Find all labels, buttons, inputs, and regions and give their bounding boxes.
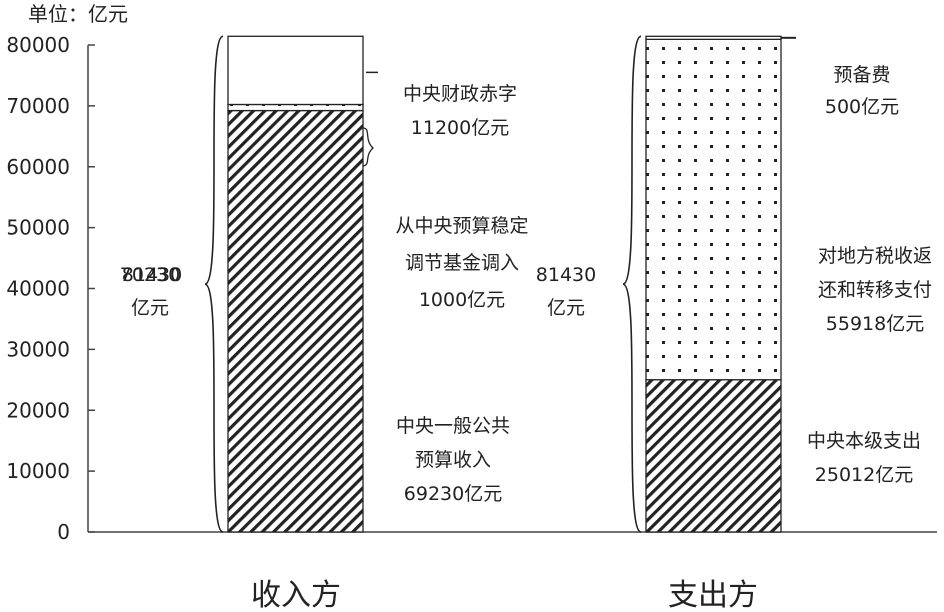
- y-tick-label: 60000: [6, 155, 70, 179]
- y-tick-label: 70000: [6, 94, 70, 118]
- total-value-overlap: 81430: [122, 264, 182, 286]
- y-tick-label: 50000: [6, 216, 70, 240]
- total-value: 81430: [536, 264, 596, 286]
- bar-segment-dots: [645, 38, 782, 381]
- total-brace: [622, 35, 642, 533]
- bar-segment-hatch: [645, 379, 782, 533]
- y-tick-label: 0: [57, 520, 70, 544]
- segment-label: 1000亿元: [419, 289, 505, 311]
- y-tick-label: 10000: [6, 459, 70, 483]
- segment-label: 中央财政赤字: [403, 83, 517, 105]
- bar-segment-blank: [227, 35, 364, 106]
- category-label: 收入方: [251, 578, 341, 612]
- segment-brace: [362, 127, 374, 167]
- category-label: 支出方: [668, 578, 758, 612]
- segment-label: 预备费: [833, 64, 890, 86]
- total-value: 70230: [120, 264, 180, 286]
- segment-label: 11200亿元: [411, 117, 509, 139]
- segment-label: 25012亿元: [815, 464, 913, 486]
- y-tick-label: 20000: [6, 398, 70, 422]
- y-tick-label: 30000: [6, 337, 70, 361]
- total-unit: 亿元: [547, 297, 585, 319]
- total-unit: 亿元: [131, 297, 169, 319]
- unit-label: 单位：亿元: [28, 2, 128, 26]
- segment-label: 中央一般公共: [396, 415, 510, 437]
- total-brace: [204, 35, 224, 533]
- y-tick-label: 80000: [6, 33, 70, 57]
- y-tick-label: 40000: [6, 277, 70, 301]
- segment-label: 预算收入: [415, 449, 491, 471]
- bar-segment-blank: [645, 35, 782, 40]
- segment-label: 调节基金调入: [405, 252, 519, 274]
- bar-segment-dots: [227, 103, 364, 112]
- bars: [227, 35, 782, 533]
- segment-label: 还和转移支付: [818, 279, 932, 301]
- y-ticks: 0 10000 20000 30000 40000 50000 60000 70000 8000…: [6, 33, 95, 544]
- segment-label: 69230亿元: [404, 483, 502, 505]
- segment-label: 中央本级支出: [807, 430, 921, 452]
- bar-segment-hatch: [227, 109, 364, 533]
- segment-label: 500亿元: [825, 96, 899, 118]
- annotations: 收入方8143070230亿元支出方81430亿元中央财政赤字11200亿元从中…: [120, 35, 932, 612]
- segment-label: 从中央预算稳定: [395, 215, 528, 237]
- segment-label: 55918亿元: [826, 313, 924, 335]
- segment-label: 对地方税收返: [818, 245, 932, 267]
